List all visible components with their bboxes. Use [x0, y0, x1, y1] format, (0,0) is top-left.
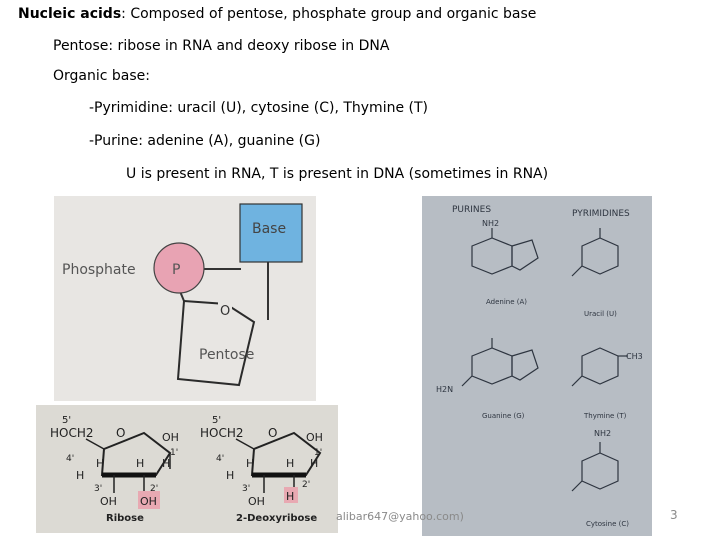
ribose-deoxyribose-figure: 5' HOCH2 O OH 1' 4' H H H H 3' 2' OH OH … — [36, 405, 338, 533]
line-5: -Purine: adenine (A), guanine (G) — [89, 133, 321, 149]
deoxy-hoch2: HOCH2 — [200, 426, 244, 440]
footer-email: alibar647@yahoo.com) — [336, 510, 464, 523]
guanine-h2n: H2N — [436, 385, 453, 394]
line-4: -Pyrimidine: uracil (U), cytosine (C), T… — [89, 100, 428, 116]
line-1: Nucleic acids: Composed of pentose, phos… — [18, 6, 536, 22]
ribose-one-prime: 1' — [170, 448, 178, 458]
adenine-nh2: NH2 — [482, 219, 499, 228]
ribose-hoch2: HOCH2 — [50, 426, 94, 440]
deoxy-c3-oh: OH — [248, 495, 265, 508]
ribose-h-1: H — [96, 457, 104, 470]
phosphate-label: Phosphate — [62, 262, 136, 278]
nucleotide-diagram: Phosphate P Base O Pentose — [54, 196, 316, 401]
base-label: Base — [252, 221, 286, 237]
ribose-c1-oh: OH — [162, 431, 179, 444]
phosphate-circle — [153, 242, 205, 294]
line-3: Organic base: — [53, 68, 150, 84]
nucleic-acids-definition: : Composed of pentose, phosphate group a… — [121, 6, 537, 22]
deoxy-oxygen: O — [268, 426, 277, 440]
deoxy-c1-oh: OH — [306, 431, 323, 444]
ribose-h-2: H — [136, 457, 144, 470]
p-label: P — [172, 262, 180, 278]
page-number: 3 — [670, 508, 678, 522]
ribose-four-prime: 4' — [66, 454, 74, 464]
nucleotide-diagram-svg: Phosphate P Base O Pentose — [54, 196, 316, 401]
sugars-svg: 5' HOCH2 O OH 1' 4' H H H H 3' 2' OH OH … — [36, 405, 338, 533]
ribose-two-prime: 2' — [150, 484, 158, 494]
guanine-structure — [461, 338, 539, 387]
deoxy-c2-h: H — [286, 490, 294, 503]
ribose-c2-oh: OH — [140, 495, 157, 508]
guanine-label: Guanine (G) — [482, 412, 525, 420]
adenine-structure — [471, 228, 539, 275]
deoxy-h-4: H — [226, 469, 234, 482]
cytosine-structure — [571, 442, 619, 492]
thymine-label: Thymine (T) — [583, 412, 627, 420]
ring-oxygen-label: O — [220, 304, 230, 319]
pentose-label: Pentose — [199, 347, 254, 363]
base-square — [239, 203, 303, 263]
uracil-label: Uracil (U) — [584, 310, 617, 318]
ribose-caption: Ribose — [106, 513, 144, 524]
deoxy-h-2: H — [286, 457, 294, 470]
nucleic-acids-heading: Nucleic acids — [18, 6, 122, 22]
ribose-oxygen: O — [116, 426, 125, 440]
ribose-h-3: H — [162, 457, 170, 470]
uracil-structure — [571, 228, 619, 277]
deoxy-h-3: H — [310, 457, 318, 470]
ribose-c3-oh: OH — [100, 495, 117, 508]
bases-figure: PURINES PYRIMIDINES NH2 Adenine (A) Urac… — [422, 196, 652, 536]
cytosine-nh2: NH2 — [594, 429, 611, 438]
deoxy-five-prime: 5' — [212, 415, 221, 426]
purines-heading: PURINES — [452, 205, 491, 215]
deoxy-two-prime: 2' — [302, 480, 310, 490]
deoxy-three-prime: 3' — [242, 484, 250, 494]
deoxy-h-1: H — [246, 457, 254, 470]
ribose-h-4: H — [76, 469, 84, 482]
pyrimidines-heading: PYRIMIDINES — [572, 209, 630, 219]
thymine-ch3: CH3 — [626, 352, 643, 361]
thymine-structure — [571, 347, 628, 387]
deoxy-one-prime: 1' — [314, 448, 322, 458]
ribose-three-prime: 3' — [94, 484, 102, 494]
deoxyribose-caption: 2-Deoxyribose — [236, 513, 317, 524]
ribose-five-prime: 5' — [62, 415, 71, 426]
cytosine-label: Cytosine (C) — [586, 520, 629, 528]
line-6: U is present in RNA, T is present in DNA… — [126, 166, 549, 182]
line-2: Pentose: ribose in RNA and deoxy ribose … — [53, 38, 390, 54]
adenine-label: Adenine (A) — [486, 298, 527, 306]
bases-svg: PURINES PYRIMIDINES NH2 Adenine (A) Urac… — [422, 196, 652, 536]
deoxy-four-prime: 4' — [216, 454, 224, 464]
